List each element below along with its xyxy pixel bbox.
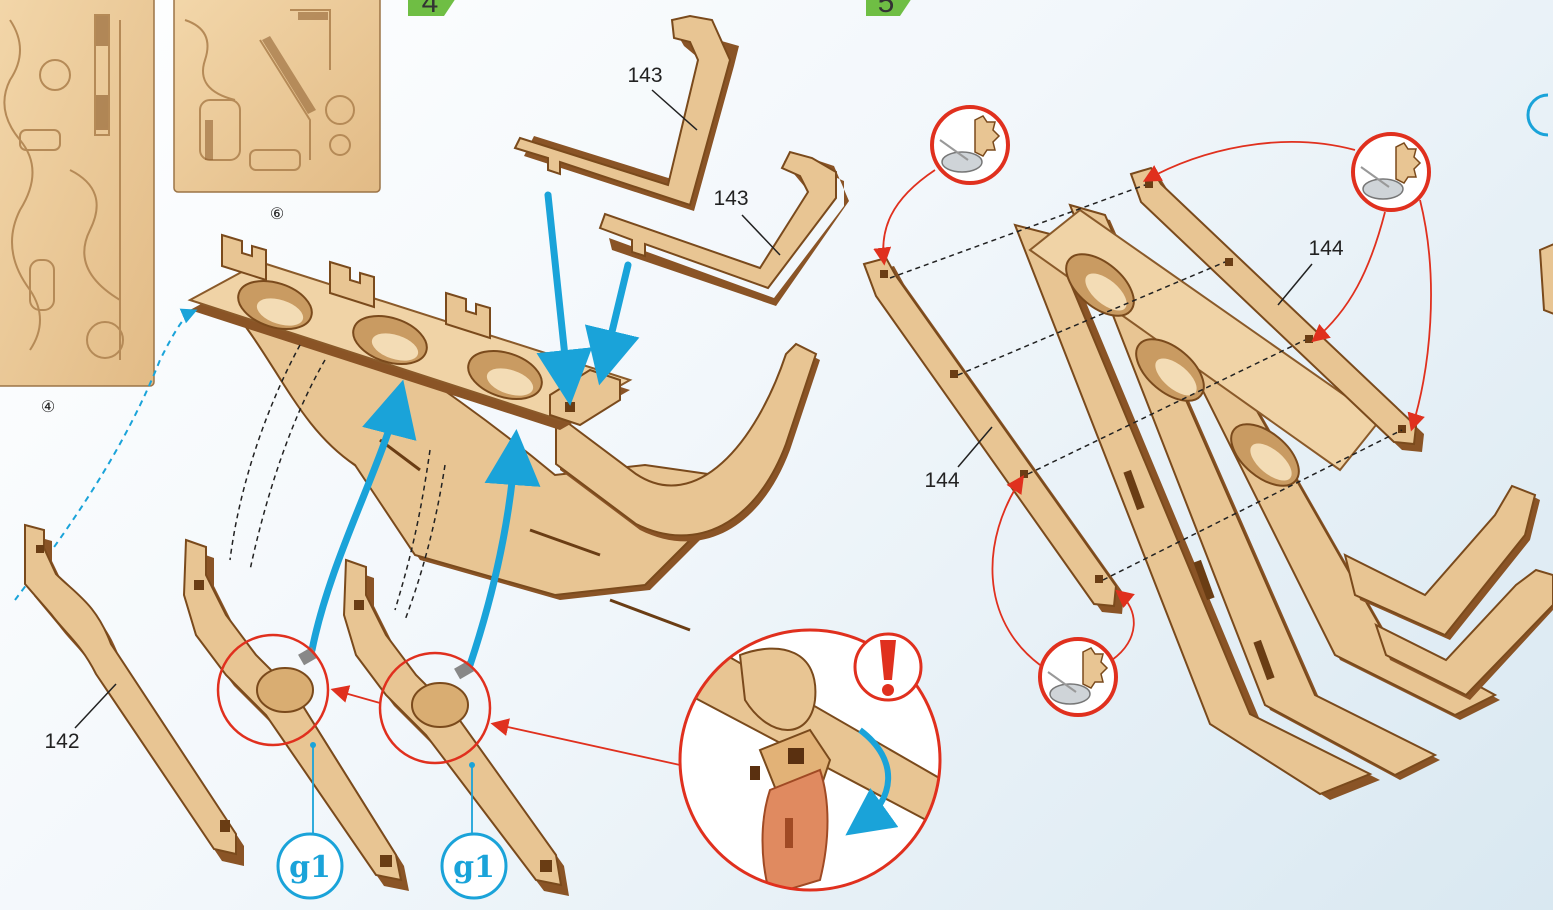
step-5-badge: 5 <box>866 0 912 19</box>
warning-exclamation-icon <box>855 634 921 700</box>
leader-143-b <box>742 215 780 255</box>
glue-pot-icon-bottom <box>1040 639 1116 715</box>
next-step-glue-marker <box>1528 95 1548 135</box>
red-pointer-a <box>334 690 380 703</box>
step4-main-assembly <box>190 235 820 630</box>
red-pointer-b <box>494 724 680 765</box>
leader-144-right <box>1278 264 1312 305</box>
part-143-label-b: 143 <box>713 187 748 210</box>
svg-text:5: 5 <box>878 0 895 19</box>
next-step-part-fragment <box>1540 244 1553 314</box>
part-143-label-a: 143 <box>627 64 662 87</box>
svg-text:4: 4 <box>422 0 439 19</box>
svg-text:g1: g1 <box>453 850 495 885</box>
plywood-sheet-6 <box>174 0 380 192</box>
glue-pot-icon-top-left <box>932 107 1008 183</box>
part-144-label-right: 144 <box>1308 237 1343 260</box>
step-4-badge: 4 <box>408 0 456 19</box>
svg-text:g1: g1 <box>289 850 331 885</box>
part-144-label-left: 144 <box>924 469 959 492</box>
leader-142 <box>75 684 116 728</box>
sheet-4-number: ④ <box>41 399 55 416</box>
glue-pot-icon-top-right <box>1353 134 1429 210</box>
plywood-sheet-4 <box>0 0 154 386</box>
sheet-6-number: ⑥ <box>270 206 284 223</box>
part-142-label: 142 <box>44 730 79 753</box>
part-143-upper <box>515 16 739 211</box>
